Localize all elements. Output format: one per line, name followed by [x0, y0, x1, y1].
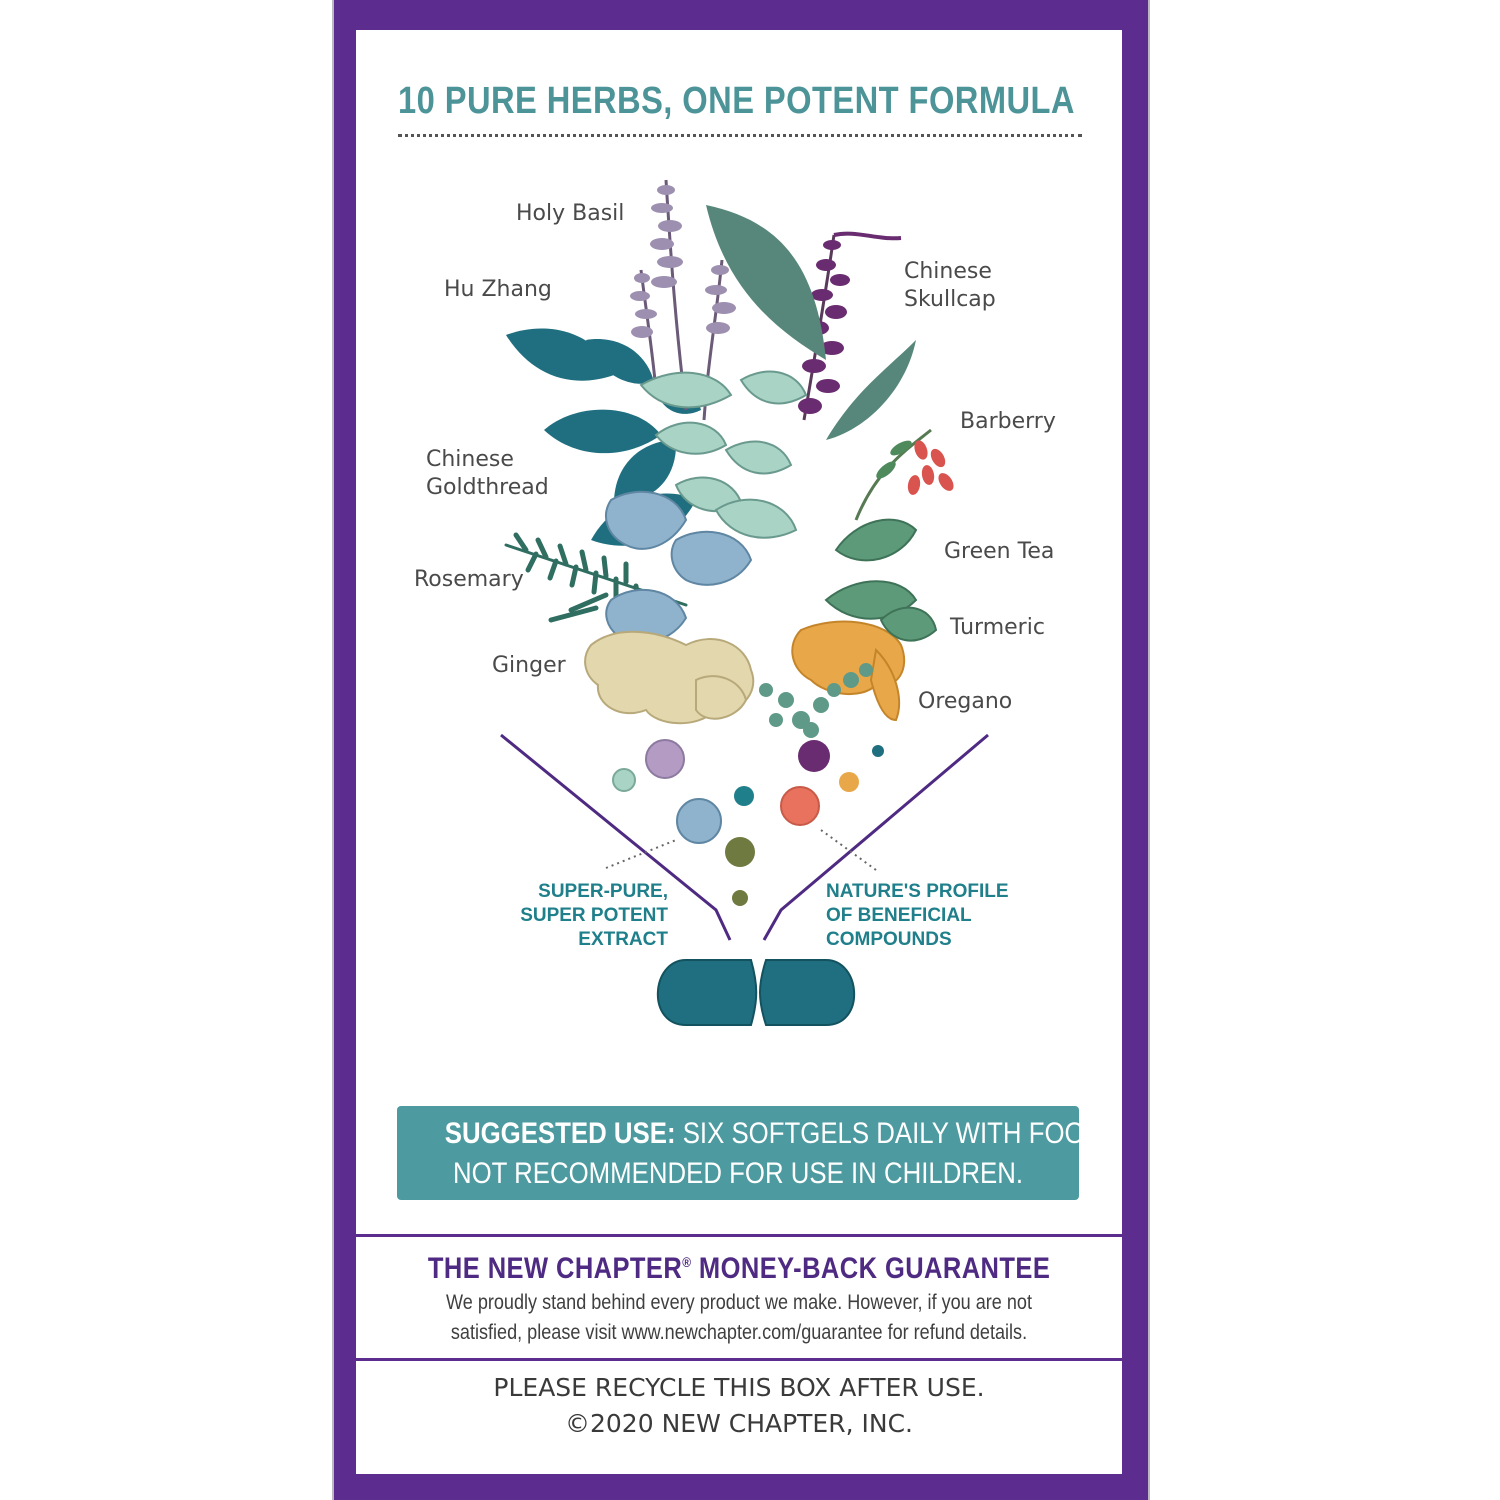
herb-label-chinese-skullcap-line1: Chinese [904, 259, 992, 284]
herb-label-rosemary: Rosemary [414, 567, 524, 592]
callout-pointers [605, 829, 877, 871]
divider-top [356, 1234, 1122, 1237]
turmeric-illustration [791, 620, 906, 722]
title-dotted-rule [398, 134, 1082, 137]
herb-label-chinese-goldthread-line2: Goldthread [426, 475, 549, 500]
green-tea-right-leaves [824, 518, 938, 642]
herb-label-chinese-goldthread-line1: Chinese [426, 447, 514, 472]
ginger-illustration [584, 630, 755, 725]
barberry-illustration [854, 428, 954, 521]
ingredient-dots [612, 739, 884, 906]
herb-label-ginger: Ginger [492, 653, 566, 678]
herb-label-turmeric: Turmeric [950, 615, 1045, 640]
guarantee-text: We proudly stand behind every product we… [356, 1288, 1122, 1348]
green-tea-leaves [706, 205, 916, 440]
herb-label-hu-zhang: Hu Zhang [444, 277, 552, 302]
guarantee-text-line1: We proudly stand behind every product we… [446, 1291, 1032, 1314]
copyright: ©2020 NEW CHAPTER, INC. [565, 1409, 913, 1438]
funnel-lines [500, 733, 989, 941]
box-panel: 10 PURE HERBS, ONE POTENT FORMULA [332, 0, 1150, 1500]
recycle-notice: PLEASE RECYCLE THIS BOX AFTER USE. [493, 1373, 985, 1402]
herb-label-chinese-skullcap-line2: Skullcap [904, 287, 996, 312]
panel-inner: 10 PURE HERBS, ONE POTENT FORMULA [356, 30, 1122, 1474]
divider-bottom [356, 1358, 1122, 1361]
herb-label-oregano: Oregano [918, 689, 1013, 714]
herb-label-barberry: Barberry [960, 409, 1056, 434]
registered-mark: ® [682, 1254, 692, 1270]
guarantee-title: THE NEW CHAPTER® MONEY-BACK GUARANTEE [356, 1252, 1122, 1286]
callout-super-pure: SUPER-PURE, SUPER POTENT EXTRACT [520, 881, 668, 950]
oregano-illustration [759, 663, 873, 738]
herb-label-green-tea: Green Tea [944, 539, 1055, 564]
rosemary-illustration [504, 532, 688, 623]
softgel-capsule [656, 959, 856, 1026]
guarantee-text-line2: satisfied, please visit www.newchapter.c… [450, 1321, 1028, 1344]
suggested-use-line2: NOT RECOMMENDED FOR USE IN CHILDREN. [452, 1157, 1024, 1190]
suggested-use-line1: SUGGESTED USE: SIX SOFTGELS DAILY WITH F… [444, 1114, 1111, 1154]
suggested-use-text: SIX SOFTGELS DAILY WITH FOOD. [675, 1117, 1111, 1150]
herb-label-holy-basil: Holy Basil [516, 201, 625, 226]
herb-illustration [500, 179, 989, 1026]
goldthread-blue-leaves [605, 490, 753, 644]
footer: PLEASE RECYCLE THIS BOX AFTER USE. ©2020… [356, 1370, 1122, 1442]
panel-edge-left [332, 0, 334, 1500]
suggested-use-label: SUGGESTED USE: [444, 1117, 676, 1150]
suggested-use-box: SUGGESTED USE: SIX SOFTGELS DAILY WITH F… [397, 1106, 1111, 1200]
callout-natures-profile: NATURE'S PROFILE OF BENEFICIAL COMPOUNDS [826, 881, 1009, 950]
guarantee-title-rest: MONEY-BACK GUARANTEE [691, 1252, 1051, 1285]
page-title: 10 PURE HERBS, ONE POTENT FORMULA [398, 80, 1075, 122]
panel-edge-right [1148, 0, 1150, 1500]
goldthread-leaves [639, 370, 808, 539]
guarantee-brand: THE NEW CHAPTER [427, 1252, 683, 1285]
